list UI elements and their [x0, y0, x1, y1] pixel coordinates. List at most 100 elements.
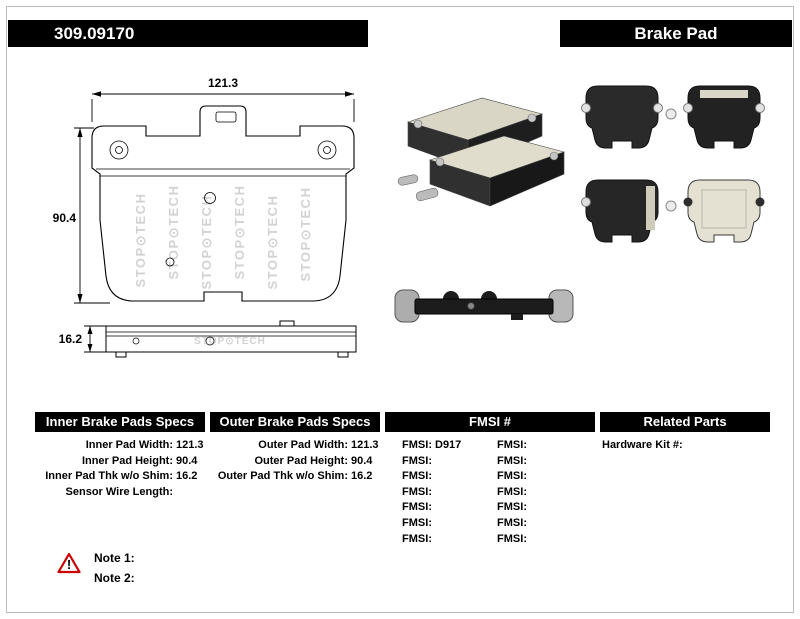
spec-label: Sensor Wire Length:: [65, 485, 173, 498]
inner-specs-header: Inner Brake Pads Specs: [35, 412, 205, 432]
warning-triangle-icon: !: [57, 552, 81, 574]
spec-label: Outer Pad Thk w/o Shim:: [217, 470, 348, 483]
outer-specs-rows: Outer Pad Width: 121.3 Outer Pad Height:…: [210, 438, 380, 485]
pad-clip: [413, 119, 423, 129]
fmsi-rows: FMSI: D917 FMSI: FMSI: FMSI: FMSI: FMSI:…: [385, 438, 595, 547]
fmsi-row: FMSI: FMSI:: [385, 485, 595, 501]
fmsi-value: D917: [435, 439, 462, 451]
pad-side-details: [106, 331, 356, 346]
arrowhead: [87, 344, 93, 352]
note-1-label: Note 1:: [94, 551, 135, 565]
guide-pin: [581, 103, 591, 113]
spec-value: 90.4: [351, 454, 373, 467]
arrowhead: [77, 128, 83, 137]
fmsi-row: FMSI: FMSI:: [385, 454, 595, 470]
brake-pad-photo: [683, 179, 765, 243]
thickness-dimension-label: 16.2: [59, 332, 83, 346]
part-number-bar: 309.09170: [8, 20, 368, 47]
brake-pad-photo: [683, 85, 765, 149]
height-dimension-label: 90.4: [53, 211, 77, 225]
note-2-label: Note 2:: [94, 571, 135, 585]
fmsi-label: FMSI:: [497, 532, 527, 545]
width-dimension-label: 121.3: [208, 76, 238, 90]
fmsi-label: FMSI:: [497, 439, 527, 451]
spec-label: Outer Pad Width:: [258, 439, 348, 451]
outer-specs-table: Outer Brake Pads Specs Outer Pad Width: …: [210, 412, 380, 485]
spec-value: [683, 439, 686, 451]
guide-pin: [683, 197, 693, 207]
sensor-bar: [414, 298, 554, 315]
hardware-clip: [415, 187, 439, 202]
guide-pin: [755, 103, 765, 113]
width-dimension: [91, 93, 355, 122]
fmsi-value: [432, 516, 480, 532]
fmsi-label: FMSI:: [402, 485, 432, 498]
fmsi-value: [432, 454, 480, 470]
fmsi-value: [432, 500, 480, 516]
spec-value: [173, 485, 176, 501]
product-photo-wear-sensor: [394, 289, 574, 323]
pad-clip: [549, 151, 559, 161]
fmsi-value: [527, 500, 595, 516]
fmsi-header: FMSI #: [385, 412, 595, 432]
pad-clip: [527, 113, 537, 123]
hardware-clip: [397, 174, 419, 186]
fmsi-value: [432, 469, 480, 485]
sensor-hole: [467, 302, 475, 310]
pad-side-view: [105, 320, 357, 358]
hardware-washer: [665, 200, 677, 212]
watermark-text: STOP⊙TECH: [166, 185, 181, 280]
pad-front-details: [96, 111, 350, 267]
brake-pad-photo: [428, 135, 566, 207]
rivet-hole: [204, 192, 216, 204]
fmsi-label: FMSI:: [402, 454, 432, 467]
fmsi-value: [527, 516, 595, 532]
arrowhead: [77, 294, 83, 303]
spec-label: Hardware Kit #:: [602, 439, 683, 451]
spec-label: Outer Pad Height:: [254, 454, 348, 467]
fmsi-value: [527, 485, 595, 501]
fmsi-row: FMSI: FMSI:: [385, 516, 595, 532]
rivet-hole: [165, 257, 175, 267]
spec-value: 16.2: [176, 470, 198, 483]
spec-value: 90.4: [176, 454, 198, 467]
watermark-text: STOP⊙TECH: [133, 193, 148, 288]
spec-value: 121.3: [351, 439, 379, 451]
fmsi-value: [527, 469, 595, 485]
spec-label: Inner Pad Width:: [85, 439, 173, 451]
warning-exclamation: !: [67, 557, 71, 572]
mounting-hole-right: [317, 140, 337, 160]
spec-row: Outer Pad Width: 121.3: [210, 438, 380, 454]
technical-drawing: 121.3 90.4 STOP⊙TECH STOP⊙TECH STOP⊙TECH…: [53, 76, 357, 358]
watermark-text: STOP⊙TECH: [232, 185, 247, 280]
guide-pin: [581, 197, 591, 207]
brake-pad-photo: [581, 179, 659, 243]
title-bar: Brake Pad: [560, 20, 792, 47]
fmsi-label: FMSI:: [497, 454, 527, 467]
spec-label: Inner Pad Thk w/o Shim:: [45, 470, 173, 483]
product-photo-pad-set: [581, 85, 765, 243]
fmsi-row: FMSI: FMSI:: [385, 532, 595, 548]
hardware-washer: [665, 108, 677, 120]
fmsi-label: FMSI:: [402, 439, 432, 451]
related-parts-header: Related Parts: [600, 412, 770, 432]
watermark-text: STOP⊙TECH: [194, 336, 266, 347]
fmsi-value: [527, 454, 595, 470]
spec-row: Inner Pad Width: 121.3: [35, 438, 205, 454]
spec-row: Inner Pad Thk w/o Shim: 16.2: [35, 469, 205, 485]
watermark-text: STOP⊙TECH: [265, 195, 280, 290]
spec-row: Inner Pad Height: 90.4: [35, 454, 205, 470]
related-parts-table: Related Parts Hardware Kit #:: [600, 412, 770, 454]
watermark-text: STOP⊙TECH: [298, 187, 313, 282]
fmsi-label: FMSI:: [497, 485, 527, 498]
fmsi-label: FMSI:: [402, 501, 432, 514]
guide-pin: [755, 197, 765, 207]
sensor-tab: [511, 314, 523, 320]
guide-pin: [683, 103, 693, 113]
fmsi-row: FMSI: FMSI:: [385, 500, 595, 516]
arrowhead: [345, 91, 354, 97]
fmsi-value: [527, 532, 595, 548]
spec-row: Sensor Wire Length:: [35, 485, 205, 501]
spec-label: Inner Pad Height:: [81, 454, 173, 467]
